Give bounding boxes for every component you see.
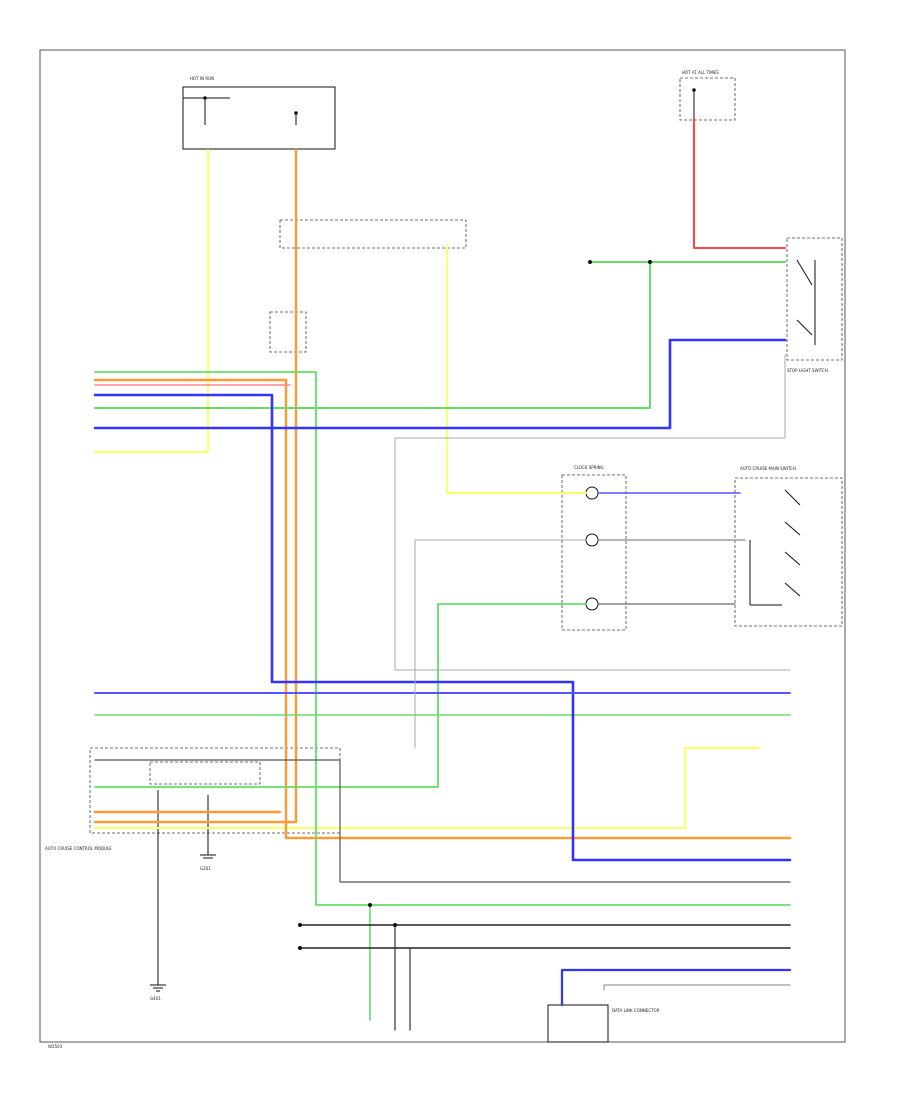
data-link-connector: DATA LINK CONNECTOR xyxy=(547,1004,660,1043)
diagram-frame xyxy=(39,49,846,1043)
wire-blue-dlc xyxy=(560,968,792,1007)
wire-green-lower xyxy=(94,603,587,788)
footer-id: W2503 xyxy=(48,1044,63,1049)
wire-orange-a xyxy=(93,148,298,824)
clock-spring-label: CLOCK SPRING xyxy=(574,465,604,470)
fuse-box-right-label: HOT AT ALL TIMES xyxy=(682,70,719,75)
wire-blue-top xyxy=(93,338,787,430)
wire-green-left1 xyxy=(94,371,791,906)
data-link-label: DATA LINK CONNECTOR xyxy=(612,1008,660,1013)
clock-spring: CLOCK SPRING xyxy=(561,465,627,631)
cruise-main-switch-label: AUTO CRUISE MAIN SWITCH xyxy=(740,466,796,471)
ground-left-label: G401 xyxy=(150,996,161,1001)
wire-gray-b xyxy=(414,539,587,749)
stop-light-switch: STOP LIGHT SWITCH xyxy=(786,237,843,373)
ground-mid: G201 xyxy=(200,795,216,871)
wire-red xyxy=(693,117,786,249)
wire-orange-c xyxy=(284,378,792,840)
cruise-main-switch: AUTO CRUISE MAIN SWITCH xyxy=(734,466,843,627)
fuse-box-top-label: HOT IN RUN xyxy=(190,76,214,81)
wire-green-loop xyxy=(94,261,651,409)
connector-junction-top xyxy=(279,219,467,249)
wire-yellow-left xyxy=(94,149,209,453)
wire-gray-a xyxy=(394,354,786,671)
wire-gray-f xyxy=(603,984,791,991)
ground-mid-label: G201 xyxy=(200,866,211,871)
stop-light-switch-label: STOP LIGHT SWITCH xyxy=(787,368,828,373)
wire-yellow-mid xyxy=(446,244,587,494)
control-module-label: AUTO CRUISE CONTROL MODULE xyxy=(45,846,112,851)
fuse-box-top: HOT IN RUN xyxy=(182,76,336,150)
connector-junction-mid xyxy=(269,311,307,353)
wire-blue-main xyxy=(93,393,792,862)
wire-yellow-lower xyxy=(94,747,761,829)
junctions xyxy=(298,260,652,950)
wire-gray-g xyxy=(94,759,791,883)
fuse-box-right: HOT AT ALL TIMES xyxy=(679,70,736,121)
